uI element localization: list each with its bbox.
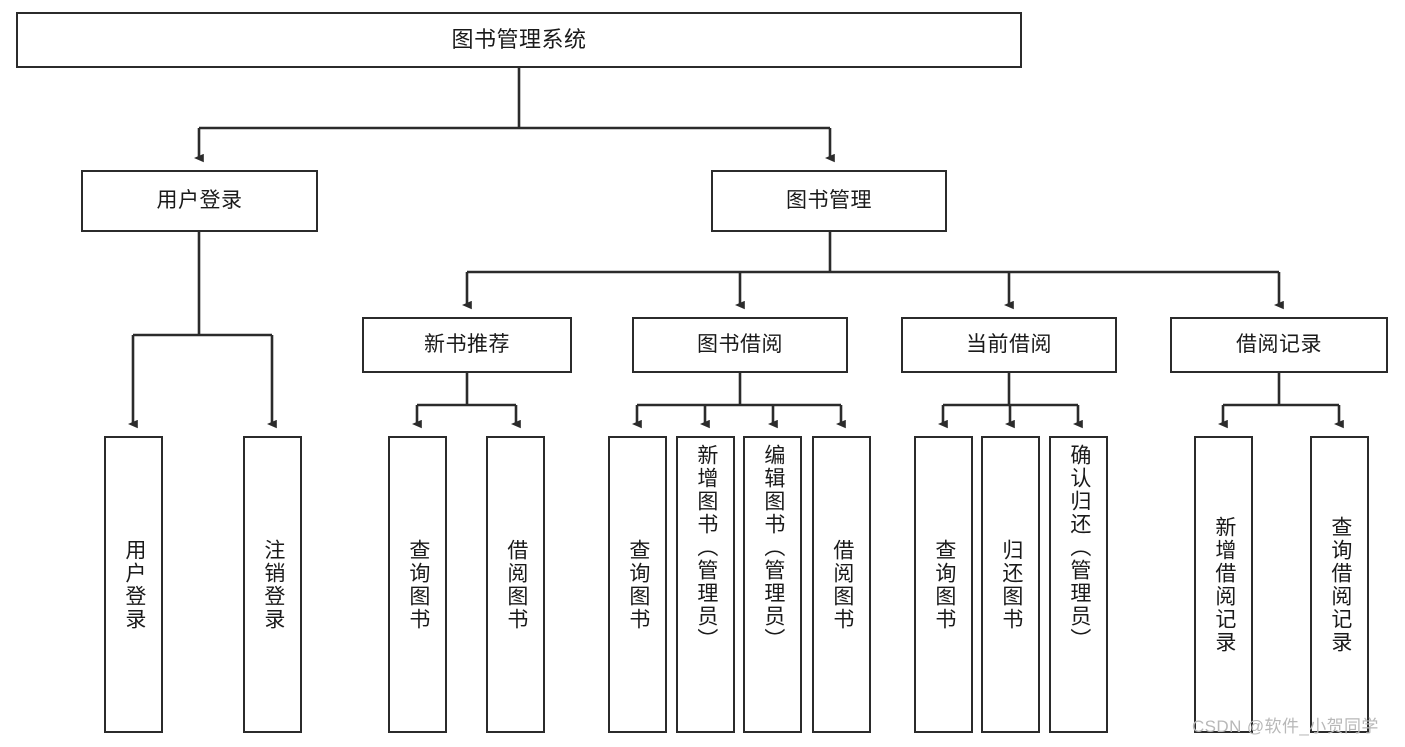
node-label: 用户登录 — [156, 188, 243, 212]
csdn-watermark: CSDN @软件_小贺同学 — [1192, 717, 1379, 736]
node-label: 新增图书（管理员） — [694, 444, 718, 651]
node-label: 图书管理 — [786, 188, 872, 212]
node-leaf-confirm-return-admin[interactable]: 确认归还（管理员） — [1049, 436, 1108, 733]
node-leaf-query-book-current[interactable]: 查询图书 — [914, 436, 973, 733]
node-leaf-return-book[interactable]: 归还图书 — [981, 436, 1040, 733]
node-leaf-add-borrow-record[interactable]: 新增借阅记录 — [1194, 436, 1253, 733]
node-root-system[interactable]: 图书管理系统 — [16, 12, 1022, 68]
node-label: 查询图书 — [406, 538, 430, 631]
node-leaf-borrow-book[interactable]: 借阅图书 — [812, 436, 871, 733]
node-leaf-query-book-borrow[interactable]: 查询图书 — [608, 436, 667, 733]
node-leaf-add-book-admin[interactable]: 新增图书（管理员） — [676, 436, 735, 733]
node-label: 借阅图书 — [504, 538, 528, 631]
node-root-label: 图书管理系统 — [451, 27, 587, 53]
node-label: 用户登录 — [122, 538, 146, 631]
node-label: 当前借阅 — [966, 332, 1052, 356]
node-label: 图书借阅 — [697, 332, 783, 356]
node-label: 借阅图书 — [830, 538, 854, 631]
node-label: 新书推荐 — [424, 332, 510, 356]
node-new-book-recommend[interactable]: 新书推荐 — [362, 317, 572, 373]
node-leaf-logout[interactable]: 注销登录 — [243, 436, 302, 733]
node-leaf-edit-book-admin[interactable]: 编辑图书（管理员） — [743, 436, 802, 733]
node-leaf-query-borrow-record[interactable]: 查询借阅记录 — [1310, 436, 1369, 733]
node-book-management-module[interactable]: 图书管理 — [711, 170, 947, 232]
node-label: 归还图书 — [999, 538, 1023, 631]
node-label: 查询借阅记录 — [1328, 515, 1352, 654]
node-user-login-module[interactable]: 用户登录 — [81, 170, 318, 232]
node-leaf-user-login[interactable]: 用户登录 — [104, 436, 163, 733]
node-current-borrow[interactable]: 当前借阅 — [901, 317, 1117, 373]
node-label: 查询图书 — [932, 538, 956, 631]
node-borrow-records[interactable]: 借阅记录 — [1170, 317, 1388, 373]
node-label: 借阅记录 — [1236, 332, 1322, 356]
node-label: 确认归还（管理员） — [1067, 444, 1091, 651]
node-leaf-borrow-book-recommend[interactable]: 借阅图书 — [486, 436, 545, 733]
node-leaf-query-book-recommend[interactable]: 查询图书 — [388, 436, 447, 733]
node-label: 查询图书 — [626, 538, 650, 631]
node-label: 注销登录 — [261, 538, 285, 631]
node-book-borrow[interactable]: 图书借阅 — [632, 317, 848, 373]
node-label: 编辑图书（管理员） — [761, 444, 785, 651]
node-label: 新增借阅记录 — [1212, 515, 1236, 654]
